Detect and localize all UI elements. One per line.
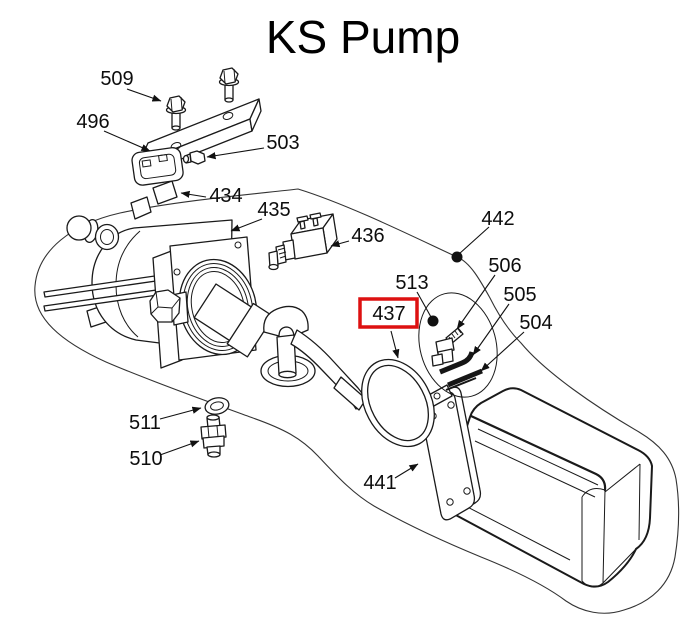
motor-knob (66, 215, 92, 241)
spout (193, 283, 275, 358)
fitting-505 (439, 351, 475, 375)
pump-assembly (43, 215, 367, 411)
pad (152, 180, 178, 205)
bracket-fold (249, 98, 262, 132)
terminal (299, 220, 306, 230)
part-label-441: 441 (363, 472, 396, 494)
part-label-506: 506 (488, 255, 521, 277)
terminal (312, 217, 319, 227)
mount-bracket (131, 67, 262, 186)
filler-ring-outer (94, 223, 120, 251)
part-label-505: 505 (503, 284, 536, 306)
tank (441, 387, 653, 588)
terminal (309, 212, 322, 220)
o-ring (361, 358, 435, 448)
solenoid-valve (268, 212, 338, 271)
part-label-436: 436 (351, 225, 384, 247)
part-label-511: 511 (129, 412, 161, 434)
part-label-510: 510 (129, 448, 162, 470)
fitting-510 (200, 414, 227, 458)
highlight-box (358, 297, 419, 329)
washer-511 (204, 397, 230, 415)
filler-ring-inner (100, 229, 114, 245)
detail-bubble (418, 292, 498, 398)
tank-ridge (449, 428, 599, 561)
leader-lines (103, 88, 525, 479)
terminal (296, 215, 309, 223)
dot-513 (427, 315, 439, 327)
bracket-clamp (131, 147, 184, 186)
enclosure-outline (34, 188, 680, 614)
dot-442 (451, 251, 463, 263)
part-labels: 509 496 503 434 435 436 442 506 513 505 504 437 511 5… (76, 68, 552, 494)
part-label-503: 503 (266, 132, 299, 154)
pad (130, 196, 152, 220)
tank-top-edge (469, 414, 607, 492)
part-label-496: 496 (76, 111, 109, 133)
detail-ellipse (418, 292, 498, 398)
part-label-513: 513 (395, 272, 428, 294)
hose-sleeve (333, 376, 367, 411)
fitting-504 (447, 368, 483, 388)
part-label-442: 442 (481, 208, 514, 230)
part-label-434: 434 (209, 185, 242, 207)
part-label-509: 509 (100, 68, 133, 90)
bolt (165, 95, 187, 131)
elbow (263, 305, 309, 337)
part-label-504: 504 (519, 312, 552, 334)
diagram-title: KS Pump (266, 11, 460, 63)
bolt (218, 67, 240, 103)
part-label-437: 437 (372, 303, 405, 325)
part-label-435: 435 (257, 199, 290, 221)
o-ring-inner (367, 364, 429, 442)
